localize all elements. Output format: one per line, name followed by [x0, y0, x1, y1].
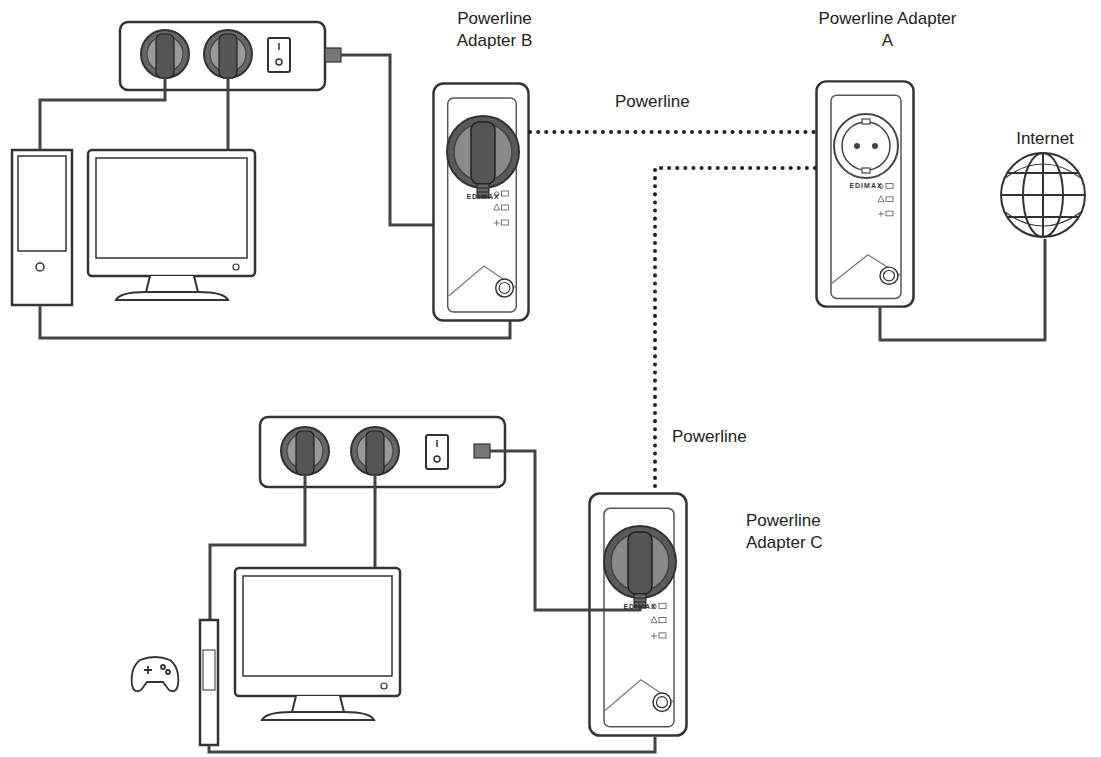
adapter-node: Powerline Adapter B	[432, 8, 530, 322]
adapter-title: Internet	[1000, 128, 1090, 150]
brand-label: EDIMAX	[466, 193, 499, 200]
adapter-title: Powerline Adapter C	[746, 510, 856, 554]
internet-node: Internet	[1000, 128, 1090, 240]
powerline-link	[530, 130, 815, 134]
adapter-title: Powerline Adapter B	[432, 8, 557, 52]
powerline-link	[655, 168, 815, 492]
adapter-node: Powerline Adapter A	[815, 8, 915, 308]
adapter-title: Powerline Adapter A	[815, 8, 960, 52]
brand-label: EDIMAX	[623, 603, 656, 610]
link-label: Powerline	[615, 91, 690, 113]
ethernet-link	[880, 240, 1045, 340]
adapter-node: Powerline Adapter C	[588, 492, 688, 737]
brand-label: EDIMAX	[849, 182, 882, 189]
link-label: Powerline	[672, 426, 747, 448]
